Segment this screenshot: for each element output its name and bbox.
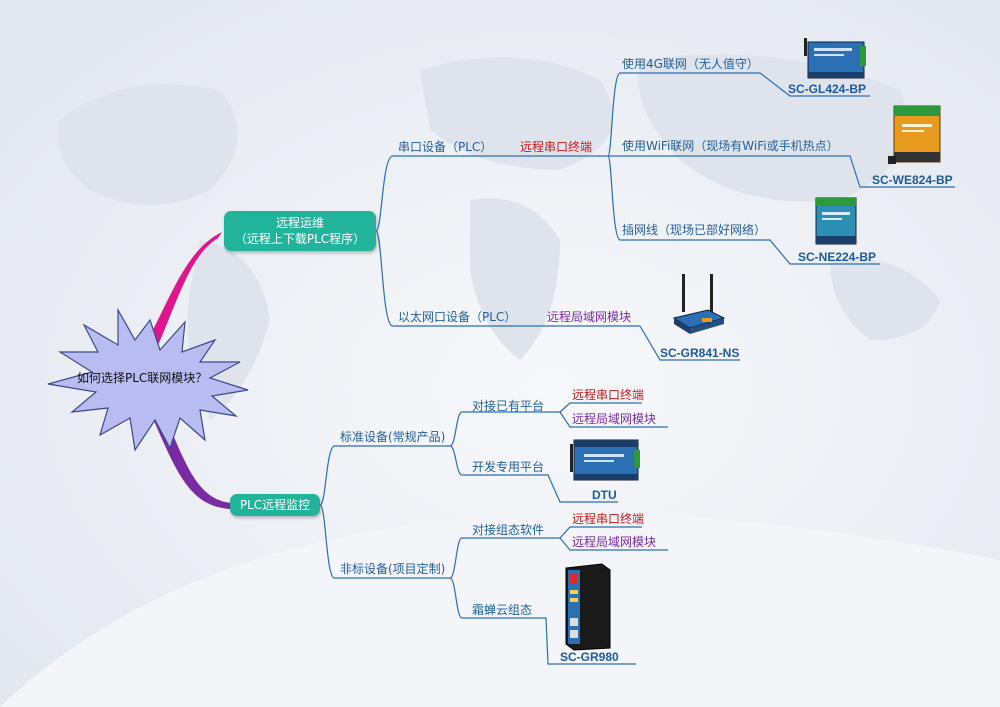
model-gl424: SC-GL424-BP bbox=[788, 82, 867, 96]
standard-device-label: 标准设备(常规产品) bbox=[340, 430, 446, 444]
existing-platform-serial: 远程串口终端 bbox=[572, 388, 645, 402]
ethernet-device-label: 以太网口设备（PLC） bbox=[398, 310, 517, 324]
config-software-label: 对接组态软件 bbox=[472, 523, 545, 537]
option-4g-label: 使用4G联网（无人值守） bbox=[622, 57, 759, 71]
model-gr980: SC-GR980 bbox=[560, 650, 619, 664]
root-label: 如何选择PLC联网模块？ bbox=[77, 371, 208, 385]
model-ne224: SC-NE224-BP bbox=[798, 250, 877, 264]
existing-platform-label: 对接已有平台 bbox=[472, 399, 545, 413]
plc-monitor-node: PLC远程监控 bbox=[230, 494, 320, 516]
cloud-config-label: 霜蝉云组态 bbox=[472, 603, 533, 617]
remote-maintenance-subtitle: （远程上下载PLC程序） bbox=[234, 232, 366, 246]
device-gl424-image bbox=[804, 38, 866, 79]
serial-device-label: 串口设备（PLC） bbox=[398, 140, 493, 154]
config-serial: 远程串口终端 bbox=[572, 512, 645, 526]
custom-device-label: 非标设备(项目定制) bbox=[340, 562, 446, 576]
device-gr980-image bbox=[565, 563, 611, 651]
model-we824: SC-WE824-BP bbox=[872, 173, 953, 187]
option-cable-label: 插网线（现场已部好网络） bbox=[622, 223, 767, 237]
existing-platform-lan: 远程局域网模块 bbox=[572, 412, 657, 426]
option-wifi-label: 使用WiFi联网（现场有WiFi或手机热点） bbox=[622, 139, 839, 153]
model-dtu: DTU bbox=[592, 488, 617, 502]
config-lan: 远程局域网模块 bbox=[572, 535, 657, 549]
root-starburst bbox=[47, 307, 249, 452]
device-we824-image bbox=[888, 105, 941, 164]
device-gr841-image bbox=[672, 274, 726, 334]
serial-module-label: 远程串口终端 bbox=[520, 140, 593, 154]
remote-maintenance-node: 远程运维 （远程上下载PLC程序） bbox=[224, 211, 376, 251]
dev-platform-label: 开发专用平台 bbox=[472, 460, 545, 474]
ethernet-module-label: 远程局域网模块 bbox=[547, 310, 632, 324]
remote-maintenance-title: 远程运维 bbox=[275, 216, 324, 230]
model-gr841: SC-GR841-NS bbox=[660, 346, 740, 360]
device-dtu-image bbox=[570, 439, 640, 481]
device-ne224-image bbox=[815, 197, 857, 245]
